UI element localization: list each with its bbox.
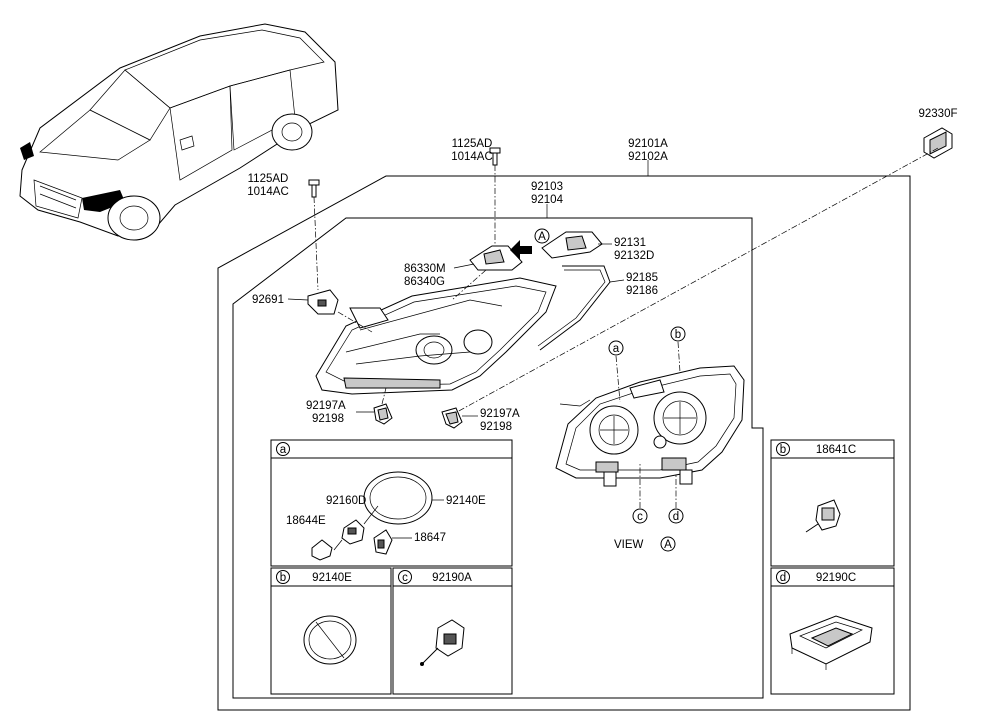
svg-text:a: a <box>613 343 620 355</box>
label-92185: 92185 <box>626 272 658 284</box>
svg-text:b: b <box>780 444 786 456</box>
detail-panel-c: c 92190A <box>392 567 513 695</box>
strip-92185 <box>539 265 611 351</box>
svg-text:c: c <box>637 511 643 523</box>
callout-d: d <box>668 508 684 524</box>
callout-a: a <box>608 340 624 356</box>
label-92140E-a: 92140E <box>446 495 486 507</box>
label-92160D: 92160D <box>326 495 366 507</box>
bolt-left <box>308 179 320 198</box>
label-92197A-left: 92197A <box>306 400 346 412</box>
label-86340G: 86340G <box>404 276 445 288</box>
detail-panel-d: d 92190C <box>770 567 895 695</box>
callout-b: b <box>670 326 686 342</box>
svg-text:b: b <box>280 572 286 584</box>
view-a-caption: VIEW A <box>614 536 676 552</box>
clip-92691 <box>307 289 339 315</box>
label-18647: 18647 <box>414 532 446 544</box>
housing-frame <box>232 217 764 699</box>
svg-text:A: A <box>664 539 672 551</box>
bracket-bottom-right <box>441 407 463 429</box>
label-92330F: 92330F <box>918 108 957 120</box>
label-92104: 92104 <box>531 194 564 206</box>
label-left-bolt-1014AC: 1014AC <box>247 186 289 198</box>
label-86330M: 86330M <box>404 263 446 275</box>
svg-text:a: a <box>280 444 287 456</box>
connector-92330F <box>923 127 953 159</box>
detail-panel-b-right: b 18641C <box>770 439 895 567</box>
svg-text:b: b <box>675 329 681 341</box>
label-left-bolt-1125AD: 1125AD <box>248 173 289 185</box>
label-18644E: 18644E <box>286 515 326 527</box>
label-92197A-right: 92197A <box>480 408 520 420</box>
label-92186: 92186 <box>626 285 658 297</box>
svg-text:92190C: 92190C <box>816 572 856 584</box>
svg-text:92140E: 92140E <box>312 572 352 584</box>
label-92132D: 92132D <box>614 250 654 262</box>
label-92102A: 92102A <box>628 151 668 163</box>
detail-panel-b-left: b 92140E <box>270 567 392 695</box>
label-92198-right: 92198 <box>480 421 512 433</box>
headlamp-main <box>315 277 557 395</box>
label-top-bolt-1125AD: 1125AD <box>452 138 493 150</box>
detail-panel-a: a <box>270 439 513 567</box>
label-92691: 92691 <box>252 294 284 306</box>
svg-text:VIEW: VIEW <box>614 539 644 551</box>
svg-text:d: d <box>780 572 786 584</box>
label-92101A: 92101A <box>628 138 668 150</box>
label-92131: 92131 <box>614 237 646 249</box>
cover-86330M <box>469 245 523 271</box>
svg-text:c: c <box>402 572 408 584</box>
label-top-bolt-1014AC: 1014AC <box>451 151 493 163</box>
view-a-marker: A <box>534 228 550 244</box>
car-illustration <box>19 23 339 241</box>
svg-text:92190A: 92190A <box>432 572 472 584</box>
label-92198-left: 92198 <box>312 413 344 425</box>
bracket-92131 <box>541 231 603 259</box>
headlamp-rear-view <box>555 365 745 487</box>
svg-text:A: A <box>538 231 546 243</box>
svg-text:d: d <box>673 511 679 523</box>
callout-c: c <box>632 508 648 524</box>
svg-text:18641C: 18641C <box>816 444 856 456</box>
bracket-bottom-left <box>373 403 393 425</box>
label-92103: 92103 <box>531 181 563 193</box>
